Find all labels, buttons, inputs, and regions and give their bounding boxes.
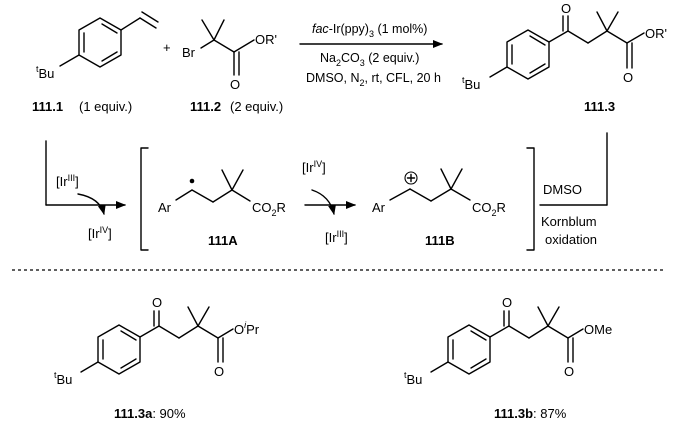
ester-co2r: CO2R [472,200,506,218]
right-bracket [526,147,535,251]
dmso-label: DMSO [543,182,582,197]
example-111-3b-structure: O O OMe tBu [404,295,612,387]
isopropoxy-group: OiPr [234,320,260,337]
ester-carbonyl-oxygen: O [564,364,574,379]
plus-sign: + [163,40,171,55]
ir-iv-label-2: [IrIV] [302,159,326,175]
ester-co2r: CO2R [252,200,286,218]
tBu-label: tBu [462,75,480,92]
intermediate-label-111B: 111B [425,233,455,248]
example-label-111-3a: 111.3a: 90% [114,406,186,421]
left-bracket [140,147,149,251]
bromine-label: Br [182,45,196,60]
ester-or-group: OR' [255,32,277,47]
condition-base: Na2CO3 (2 equiv.) [320,51,419,68]
ketone-oxygen: O [561,1,571,16]
ketone-oxygen: O [152,295,162,310]
oxidation-label: oxidation [545,232,597,247]
ir-iv-label-1: [IrIV] [88,225,112,241]
aryl-label: Ar [372,200,386,215]
product-111-3-structure: O O OR' tBu [462,1,667,92]
cation-intermediate-111B: Ar CO2R [372,168,506,218]
reactant-111-1-structure: tBu [36,11,159,81]
compound-label-111-3: 111.3 [584,99,615,114]
tBu-label: tBu [54,370,72,387]
example-111-3a-structure: O O OiPr tBu [54,295,260,387]
reactant-111-2-structure: Br O OR' [182,19,277,92]
example-label-111-3b: 111.3b: 87% [494,406,567,421]
ir-iii-label-2: [IrIII] [325,229,348,245]
tBu-label: tBu [404,370,422,387]
carbonyl-oxygen: O [230,77,240,92]
equiv-111-1: (1 equiv.) [79,99,132,114]
tBu-label: tBu [36,64,54,81]
compound-label-111-2: 111.2 [190,99,221,114]
mechanism-left-path [45,140,126,215]
compound-label-111-1: 111.1 [32,99,63,114]
radical-intermediate-111A: Ar CO2R [158,169,286,218]
kornblum-label: Kornblum [541,214,597,229]
intermediate-label-111A: 111A [208,233,238,248]
ir-iii-label-1: [IrIII] [56,173,79,189]
ester-carbonyl-oxygen: O [214,364,224,379]
condition-solvent: DMSO, N2, rt, CFL, 20 h [306,71,441,88]
radical-dot [189,178,195,184]
aryl-label: Ar [158,200,172,215]
ketone-oxygen: O [502,295,512,310]
product-or-group: OR' [645,26,667,41]
condition-catalyst: fac-Ir(ppy)3 (1 mol%) [312,22,427,39]
equiv-111-2: (2 equiv.) [230,99,283,114]
methoxy-group: OMe [584,322,612,337]
ester-carbonyl-oxygen: O [623,70,633,85]
